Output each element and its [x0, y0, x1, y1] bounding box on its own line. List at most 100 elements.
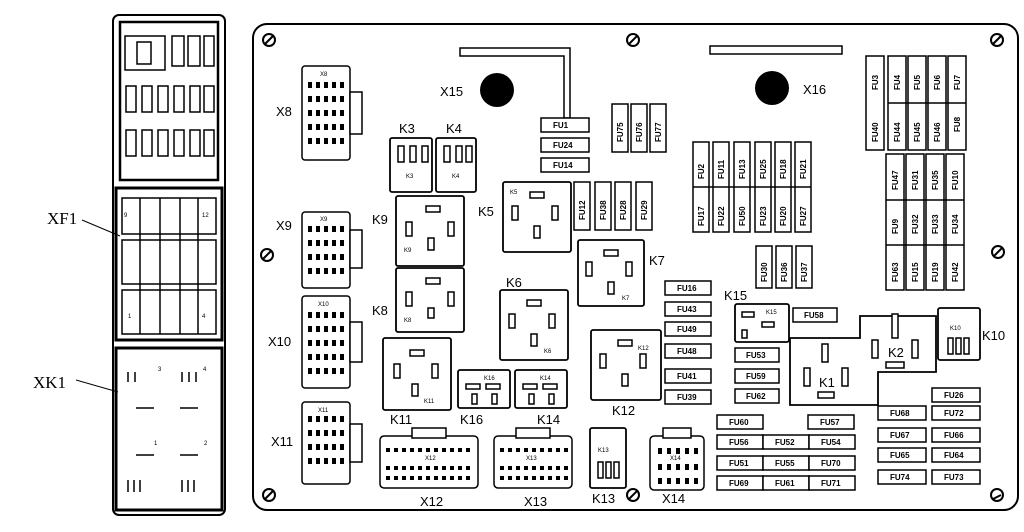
screw-icon: [262, 488, 276, 502]
label-k6: K6: [506, 275, 522, 290]
fuse-label: FU29: [640, 200, 649, 220]
fuse-label: FU50: [738, 206, 747, 226]
post-x15: [480, 73, 514, 107]
fuse-label: FU68: [890, 409, 910, 418]
post-x16: [755, 71, 789, 105]
grid-number: 4: [202, 314, 206, 320]
label-k1: K1: [819, 375, 835, 390]
fuse-label: FU21: [799, 159, 808, 179]
fuse-label: FU42: [951, 262, 960, 282]
fuse-label: FU52: [775, 438, 795, 447]
label-x8: X8: [276, 104, 292, 119]
svg-text:K11: K11: [424, 399, 435, 405]
fuse-label: FU58: [804, 311, 824, 320]
label-k4: K4: [446, 121, 462, 136]
label-x16: X16: [803, 82, 826, 97]
label-x13: X13: [524, 494, 547, 509]
fuse-label: FU34: [951, 214, 960, 234]
svg-text:K15: K15: [766, 310, 777, 316]
label-x15: X15: [440, 84, 463, 99]
grid-number: 2: [204, 441, 208, 447]
fuse-label: FU15: [911, 262, 920, 282]
fuse-label: FU71: [821, 479, 841, 488]
screw-icon: [990, 488, 1004, 502]
connector-tag-x9: X9: [320, 217, 328, 223]
fuse-label: FU5: [913, 74, 922, 90]
label-x11: X11: [271, 434, 293, 449]
fuse-label: FU44: [893, 122, 902, 142]
fuse-label: FU4: [893, 74, 902, 90]
label-k9: K9: [372, 212, 388, 227]
svg-text:K12: K12: [638, 346, 649, 352]
fuse-label: FU39: [677, 393, 697, 402]
grid-number: 1: [154, 441, 158, 447]
fuse-label: FU65: [890, 451, 910, 460]
fuse-label: FU20: [779, 206, 788, 226]
screw-icon: [991, 245, 1005, 259]
label-k15: K15: [724, 288, 747, 303]
side-block-numbers: 9 12 1 4 3 4 1 2: [124, 213, 209, 447]
connector-tag-x13: X13: [526, 456, 537, 462]
relay-tags: K3 K4 K9 K8 K11 K5 K6 K7 K12 K16 K14 K13…: [404, 174, 961, 454]
fuse-label: FU27: [799, 206, 808, 226]
label-k16: K16: [460, 412, 483, 427]
grid-number: 4: [203, 367, 207, 373]
fuse-label: FU46: [933, 122, 942, 142]
fuse-label: FU77: [654, 122, 663, 142]
fuse-label: FU76: [635, 122, 644, 142]
fuse-label: FU12: [578, 200, 587, 220]
fuse-label: FU28: [619, 200, 628, 220]
fuses-horizontal-boxes: [540, 117, 981, 491]
fuse-label: FU53: [746, 351, 766, 360]
label-x12: X12: [420, 494, 443, 509]
svg-text:K8: K8: [404, 318, 412, 324]
fuse-label: FU73: [944, 473, 964, 482]
fuse-label: FU31: [911, 170, 920, 190]
svg-text:K13: K13: [598, 448, 609, 454]
grid-number: 1: [128, 314, 132, 320]
fuse-label: FU3: [871, 74, 880, 90]
relay-labels: K1 K2 K3 K4 K5 K6 K7 K8 K9 K10 K11 K12 K…: [372, 121, 1005, 506]
fuse-label: FU16: [677, 284, 697, 293]
fuse-label: FU74: [890, 473, 910, 482]
relay-k9: [395, 195, 465, 267]
fuses-vertical-labels: FU75 FU76 FU77 FU12 FU38 FU28 FU29 FU2 F…: [578, 74, 962, 282]
label-xk1: XK1: [33, 373, 66, 392]
svg-text:K3: K3: [406, 174, 414, 180]
rib-left: [459, 47, 571, 119]
leader-xf1: [81, 219, 121, 237]
relay-k6: [499, 289, 569, 361]
grid-number: 3: [158, 367, 162, 373]
screws: [260, 33, 1005, 502]
fuse-label: FU38: [599, 200, 608, 220]
relay-k5: [502, 181, 572, 253]
fuse-label: FU70: [821, 459, 841, 468]
fuse-label: FU36: [780, 262, 789, 282]
fuse-label: FU2: [697, 163, 706, 179]
main-board-outline: [252, 23, 1019, 511]
label-k14: K14: [537, 412, 560, 427]
fuse-label: FU30: [760, 262, 769, 282]
fuse-label: FU1: [553, 121, 569, 130]
fuse-label: FU63: [891, 262, 900, 282]
fuse-label: FU9: [891, 218, 900, 234]
svg-text:K16: K16: [484, 376, 495, 382]
connector-x11: [301, 401, 351, 485]
fuses-vertical-boxes: [573, 55, 967, 291]
fuse-label: FU7: [953, 74, 962, 90]
fuse-label: FU17: [697, 206, 706, 226]
fuse-label: FU11: [717, 159, 726, 179]
fuse-label: FU6: [933, 74, 942, 90]
fuse-label: FU59: [746, 372, 766, 381]
connector-tag-x10: X10: [318, 302, 329, 308]
fuse-label: FU55: [775, 459, 795, 468]
relay-k1-k2-frame: [789, 315, 937, 406]
label-k7: K7: [649, 253, 665, 268]
fuse-label: FU23: [759, 206, 768, 226]
connector-x12: [379, 435, 479, 489]
connector-tag-x14: X14: [670, 456, 681, 462]
label-x10: X10: [268, 334, 291, 349]
fuse-label: FU22: [717, 206, 726, 226]
fuse-label: FU40: [871, 122, 880, 142]
